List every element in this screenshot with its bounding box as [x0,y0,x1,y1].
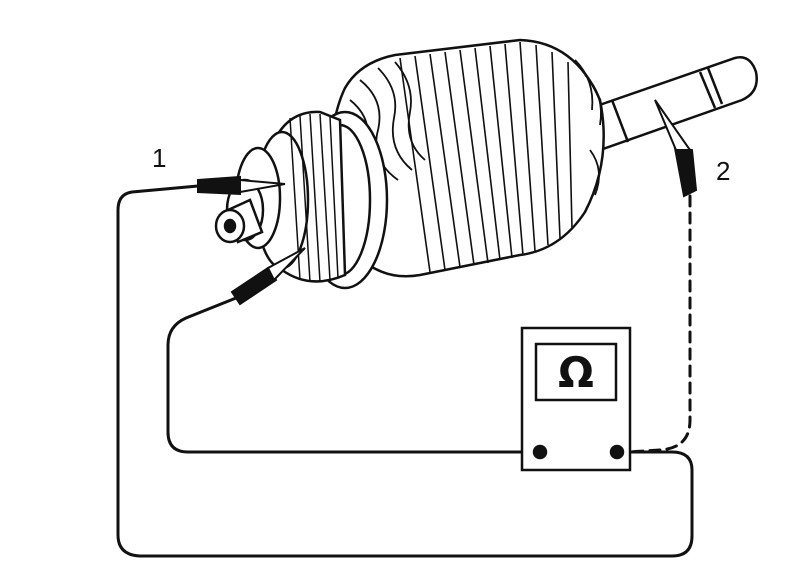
outer-lead-wire [116,184,694,558]
ohm-symbol: Ω [558,347,594,397]
ohmmeter [520,326,632,472]
commutator [214,110,389,290]
inner-lead-wire [166,296,542,454]
armature-shaft [583,56,758,152]
probe-2 [654,99,698,198]
shaft-lead-wire [626,194,692,454]
callout-2: 2 [716,156,731,186]
probe-1 [197,175,286,196]
ohmmeter-display [534,342,618,402]
armature-core [328,38,605,278]
meter-terminal-left [532,444,548,460]
probe-commutator [230,247,306,306]
test-leads [116,184,694,558]
callout-1: 1 [152,143,167,173]
meter-terminal-right [609,444,625,460]
